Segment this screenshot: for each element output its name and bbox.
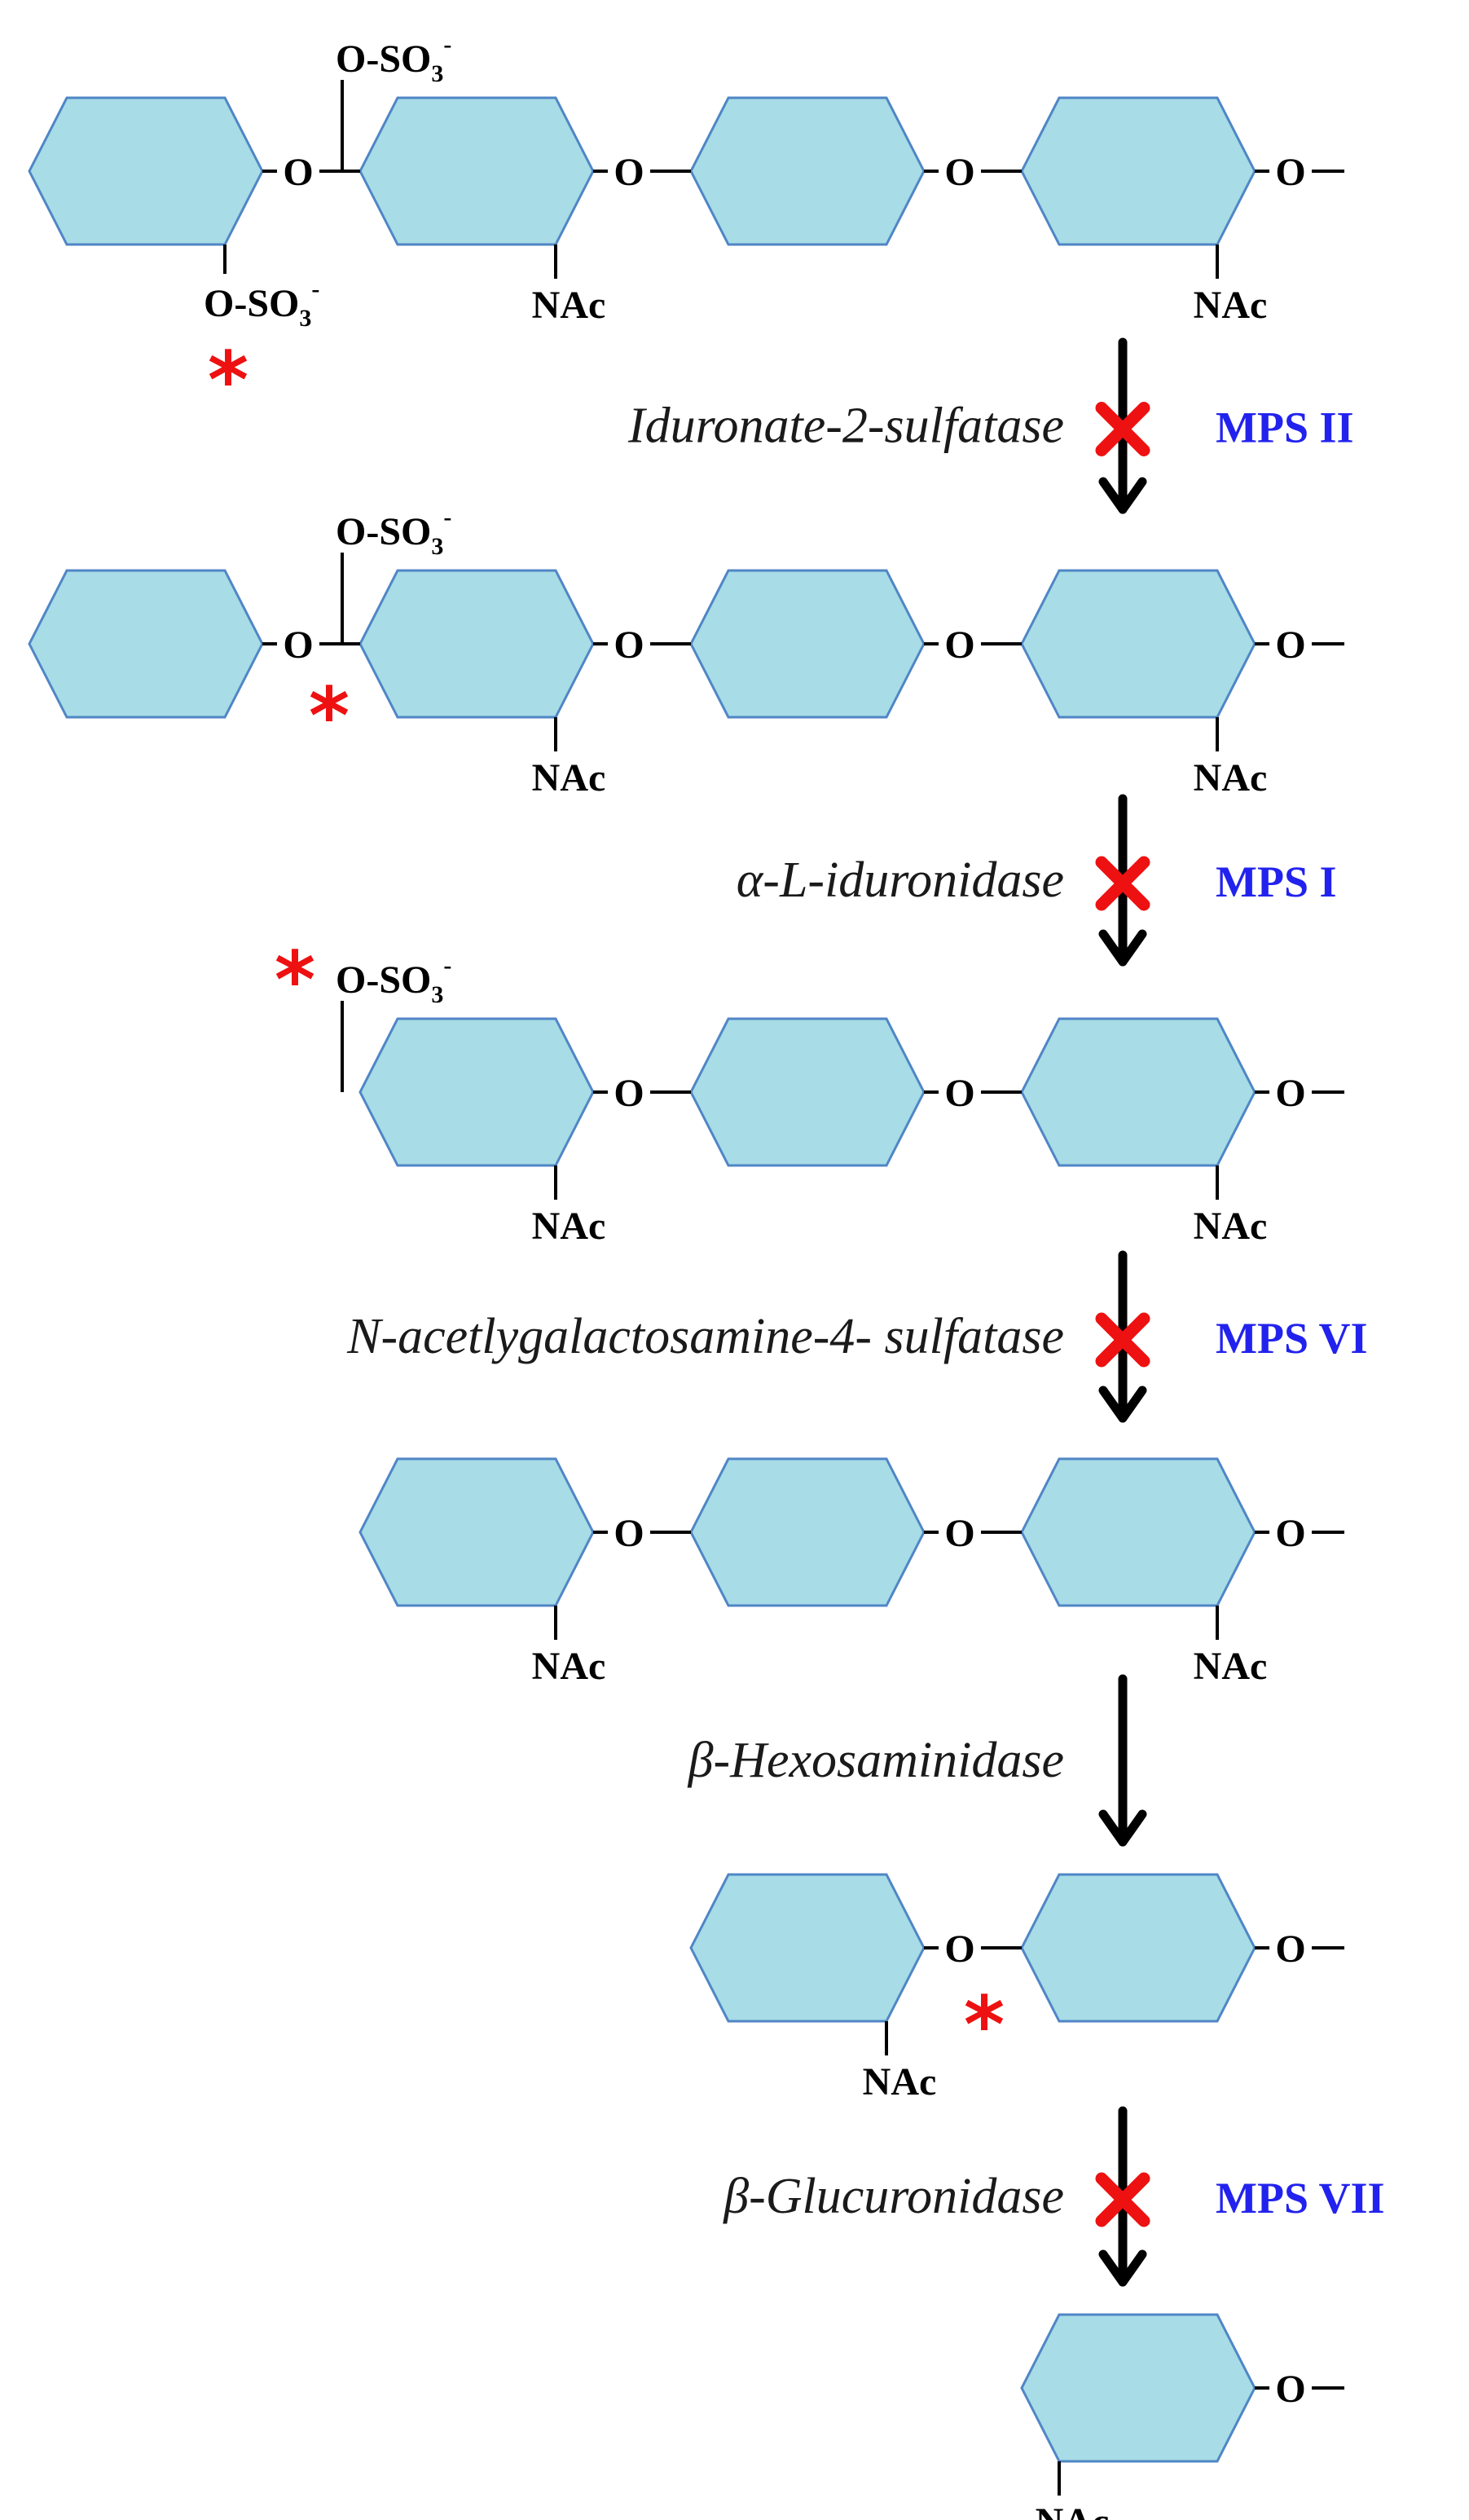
linkage-oxygen: O — [614, 151, 644, 194]
sulfate-group-2: O-SO3- — [204, 275, 319, 332]
enzyme-name: β-Glucuronidase — [723, 2169, 1064, 2224]
linkage-oxygen: O — [1275, 1927, 1305, 1971]
arrow-head — [1098, 929, 1147, 967]
blocked-step-mark — [1095, 402, 1150, 456]
nac-group: NAc — [1036, 2500, 1110, 2520]
sugar-ring — [28, 96, 264, 246]
arrow-head — [1098, 1809, 1147, 1847]
linkage-oxygen: O — [283, 151, 313, 194]
enzyme-name: Iduronate-2-sulfatase — [627, 399, 1064, 454]
disease-label: MPS VII — [1216, 2174, 1385, 2223]
sulfate-group-4: O-SO3- — [336, 952, 451, 1008]
sugar-ring — [689, 96, 926, 246]
linkage-oxygen: O — [1275, 2368, 1305, 2411]
nac-group: NAc — [532, 756, 606, 800]
nac-group: NAc — [1194, 284, 1268, 327]
linkage-oxygen: O — [614, 1072, 644, 1115]
blocked-step-mark — [1095, 2172, 1150, 2227]
sugar-ring — [689, 1457, 926, 1607]
linkage-oxygen: O — [1275, 623, 1305, 667]
sugar-ring — [689, 1873, 926, 2023]
sugar-ring — [1020, 1873, 1256, 2023]
sugar-ring — [1020, 96, 1256, 246]
blocked-step-mark — [1095, 856, 1150, 911]
linkage-oxygen: O — [1275, 1512, 1305, 1555]
nac-group: NAc — [1194, 756, 1268, 800]
arrow-head — [1098, 2249, 1147, 2287]
sugar-ring — [689, 569, 926, 719]
linkage-oxygen: O — [944, 1927, 974, 1971]
nac-group: NAc — [863, 2060, 937, 2104]
reaction-step: N-acetlygalactosamine-4- sulfatase MPS VI — [346, 1250, 1368, 1423]
sugar-ring — [358, 96, 595, 246]
sugar-ring — [1020, 1457, 1256, 1607]
linkage-oxygen: O — [1275, 1072, 1305, 1115]
cleavage-site-marker: * — [208, 335, 248, 426]
reaction-step: Iduronate-2-sulfatase MPS II — [627, 337, 1354, 514]
arrow-head — [1098, 1386, 1147, 1423]
blocked-step-mark — [1095, 1312, 1150, 1368]
structure-row-3: O-SO3- * O O O NAc NAc — [275, 935, 1344, 1248]
cleavage-site-marker: * — [309, 671, 350, 762]
linkage-oxygen: O — [944, 1072, 974, 1115]
reaction-step: β-Hexosaminidase — [688, 1674, 1147, 1847]
sulfate-group-4: O-SO3- — [336, 504, 451, 560]
nac-group: NAc — [532, 284, 606, 327]
sugar-ring — [689, 1017, 926, 1167]
reaction-step: β-Glucuronidase MPS VII — [723, 2106, 1385, 2287]
sugar-ring — [358, 1457, 595, 1607]
disease-label: MPS I — [1216, 857, 1337, 906]
linkage-oxygen: O — [944, 1512, 974, 1555]
cleavage-site-marker: * — [964, 1980, 1005, 2071]
linkage-oxygen: O — [944, 623, 974, 667]
reaction-step: α-L-iduronidase MPS I — [737, 794, 1337, 967]
structure-row-6: O NAc — [1020, 2313, 1344, 2520]
enzyme-name: α-L-iduronidase — [737, 852, 1064, 908]
sugar-ring — [358, 569, 595, 719]
sulfate-group-4: O-SO3- — [336, 31, 451, 87]
disease-label: MPS II — [1216, 403, 1354, 452]
structure-row-4: O O O NAc NAc — [358, 1457, 1344, 1688]
linkage-oxygen: O — [1275, 151, 1305, 194]
sugar-ring — [358, 1017, 595, 1167]
sugar-ring — [1020, 2313, 1256, 2463]
linkage-oxygen: O — [614, 623, 644, 667]
linkage-oxygen: O — [283, 623, 313, 667]
nac-group: NAc — [1194, 1645, 1268, 1688]
cleavage-site-marker: * — [275, 935, 315, 1026]
structure-row-5: O O NAc * — [689, 1873, 1344, 2104]
nac-group: NAc — [532, 1645, 606, 1688]
arrow-head — [1098, 477, 1147, 514]
nac-group: NAc — [1194, 1205, 1268, 1248]
sugar-ring — [28, 569, 264, 719]
sugar-ring — [1020, 569, 1256, 719]
linkage-oxygen: O — [614, 1512, 644, 1555]
enzyme-name: N-acetlygalactosamine-4- sulfatase — [346, 1309, 1064, 1364]
disease-label: MPS VI — [1216, 1314, 1368, 1363]
enzyme-name: β-Hexosaminidase — [688, 1733, 1064, 1788]
linkage-oxygen: O — [944, 151, 974, 194]
nac-group: NAc — [532, 1205, 606, 1248]
sugar-ring — [1020, 1017, 1256, 1167]
